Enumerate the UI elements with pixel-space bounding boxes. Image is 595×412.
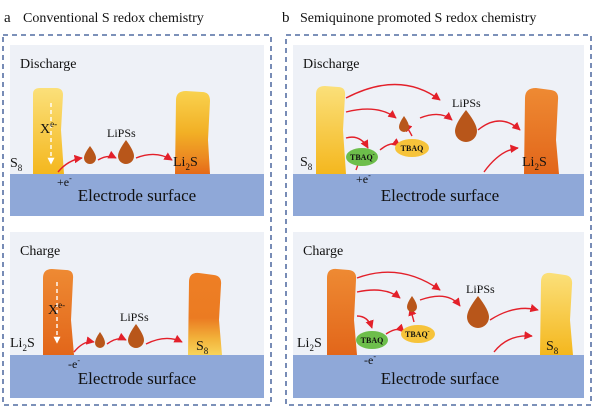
panel-b-discharge: Electrode surface Discharge S8 TBAQ- TBA… (293, 45, 584, 216)
s8-pillar (540, 272, 573, 355)
li2s-pillar (43, 269, 74, 355)
electron-gain-label: +e- (57, 174, 72, 189)
tbaq-radical-badge (346, 148, 378, 166)
electron-loss-label: -e- (364, 352, 376, 367)
flow-arrow (345, 108, 397, 119)
small-lipss-droplet (95, 332, 105, 348)
reactant-s8: S8 (10, 156, 23, 173)
discharge-label: Discharge (303, 57, 360, 72)
tbaq-badge (356, 331, 388, 349)
panel-b-frame (285, 34, 592, 406)
reactant-li2s: Li2S (10, 336, 35, 353)
electrode-slab (293, 355, 584, 398)
flow-arrow (493, 331, 533, 353)
electron-gain-label: +e- (356, 171, 371, 186)
tbaq-label: TBAQ (401, 144, 424, 153)
electrode-surface-label: Electrode surface (381, 186, 499, 205)
panel-a: a Conventional S redox chemistry Electro… (2, 10, 272, 406)
charge-label: Charge (20, 244, 60, 259)
tbaq-radical-badge (401, 325, 435, 343)
electrode-surface-label: Electrode surface (381, 369, 499, 388)
electrode-surface-label: Electrode surface (78, 369, 196, 388)
flow-arrow (356, 315, 374, 329)
lipss-droplet (128, 324, 144, 348)
panel-a-letter: a (4, 10, 11, 26)
lipss-label: LiPSs (120, 310, 149, 324)
lipss-label: LiPSs (452, 96, 481, 110)
flow-arrow (477, 120, 521, 131)
product-s8: S8 (546, 339, 559, 356)
lipss-droplet (455, 110, 477, 142)
lipss-label: LiPSs (466, 282, 495, 296)
panel-a-title: Conventional S redox chemistry (23, 11, 204, 26)
lipss-droplet (467, 296, 489, 328)
flow-arrow (106, 332, 127, 345)
flow-arrow (356, 289, 401, 299)
small-lipss-droplet (84, 146, 96, 164)
lipss-droplet (118, 140, 134, 164)
flow-arrow (419, 111, 453, 121)
flow-arrow (73, 336, 95, 353)
electrode-slab (293, 174, 584, 216)
flow-arrow (483, 144, 519, 173)
panel-b-charge: Electrode surface Charge Li2S TBAQ TBAQ-… (293, 232, 584, 398)
flow-arrow (356, 271, 441, 291)
reactant-s8: S8 (300, 155, 313, 172)
lipss-label: LiPSs (107, 126, 136, 140)
panel-b-title: Semiquinone promoted S redox chemistry (300, 11, 536, 26)
flow-arrow (345, 83, 441, 101)
panel-a-charge: Electrode surface Charge Xe- Li2S -e- Li… (10, 232, 264, 398)
panel-b: b Semiquinone promoted S redox chemistry… (282, 10, 592, 406)
panel-b-letter: b (282, 10, 290, 26)
flow-arrow (145, 334, 183, 345)
small-lipss-droplet (407, 296, 417, 312)
flow-arrow (345, 136, 369, 149)
s8-pillar (188, 272, 222, 355)
discharge-label: Discharge (20, 57, 77, 72)
electrode-slab (10, 355, 264, 398)
flow-arrow (57, 154, 83, 173)
li2s-pillar (175, 91, 210, 174)
flow-arrow (97, 150, 117, 161)
tbaq-badge (395, 139, 429, 157)
sulfur-pillar (33, 88, 64, 174)
electrode-surface-label: Electrode surface (78, 186, 196, 205)
tbaq-label: TBAQ (361, 336, 384, 345)
li2s-pillar (327, 268, 357, 355)
electrode-slab (10, 174, 264, 216)
li2s-pillar (524, 88, 559, 174)
product-li2s: Li2S (522, 155, 547, 172)
flow-arrow (135, 152, 173, 161)
electron-loss-label: -e- (68, 356, 80, 371)
flow-arrow (489, 304, 539, 321)
product-s8: S8 (196, 339, 209, 356)
reactant-li2s: Li2S (297, 336, 322, 353)
panel-a-frame (2, 34, 272, 406)
blocked-x-mark: Xe- (48, 300, 65, 318)
panel-a-discharge: Electrode surface Discharge Xe- S8 +e- L… (10, 45, 264, 216)
tbaq-radical-label: TBAQ- (405, 329, 430, 339)
product-li2s: Li2S (173, 155, 198, 172)
charge-label: Charge (303, 244, 343, 259)
sulfur-pillar (316, 86, 346, 174)
small-lipss-droplet (399, 116, 409, 132)
blocked-x-mark: Xe- (40, 119, 57, 137)
tbaq-radical-label: TBAQ- (350, 152, 375, 162)
flow-arrow (419, 295, 461, 307)
